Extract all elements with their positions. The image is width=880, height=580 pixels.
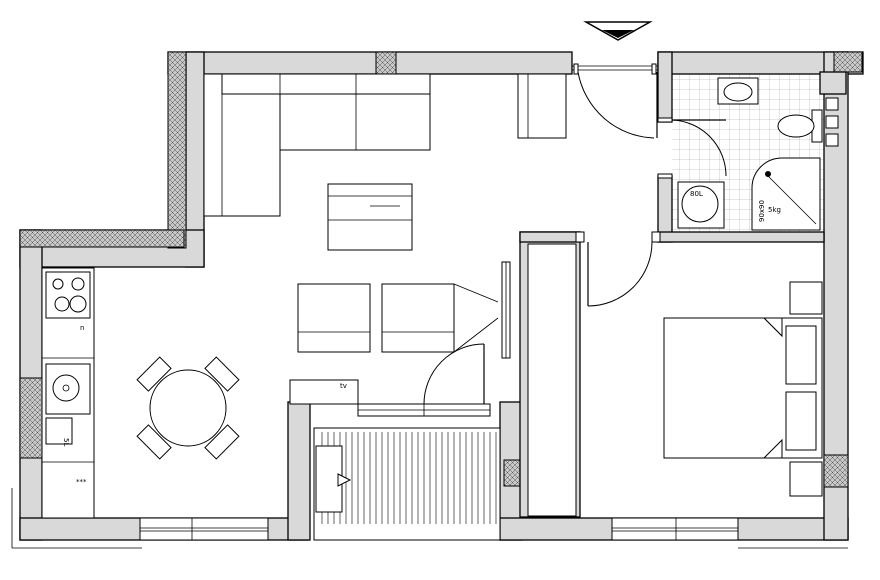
washer-label: 5kg — [768, 206, 781, 214]
armchair-left — [297, 283, 371, 353]
entrance-wardrobe — [517, 73, 567, 139]
balcony-door[interactable] — [423, 343, 485, 405]
svg-text:5L: 5L — [62, 438, 70, 446]
interior-walls — [519, 51, 847, 518]
bedroom-door[interactable] — [575, 231, 661, 307]
stove — [45, 271, 91, 319]
washing-machine-kitchen: 5L — [45, 417, 73, 446]
tv-mark: tv — [340, 382, 347, 390]
dining-chair — [204, 424, 240, 460]
stove-mark: n — [80, 324, 84, 332]
toilet — [777, 109, 823, 143]
water-heater-label: 80L — [690, 190, 703, 198]
entrance-door[interactable] — [572, 63, 658, 139]
washer: 5kg — [768, 206, 781, 214]
armchair-right — [381, 283, 499, 353]
cabinet-mark: *** — [76, 478, 87, 486]
nightstand-top — [789, 281, 823, 315]
bathroom-sink — [717, 77, 759, 105]
corner-sofa — [203, 73, 431, 217]
bathroom-door[interactable] — [657, 117, 727, 179]
balcony — [313, 427, 501, 541]
bathroom-fittings — [825, 97, 839, 147]
structural-columns — [19, 51, 863, 488]
water-heater: 80L — [677, 181, 725, 229]
double-bed — [663, 317, 823, 459]
dining-chair — [136, 424, 172, 460]
nightstand-bottom — [789, 461, 823, 497]
sink — [45, 363, 91, 415]
shower-size: 90x90 — [758, 200, 766, 222]
shower: 90x90 — [751, 157, 821, 231]
tv-cabinet: tv — [289, 379, 359, 405]
glass-partition — [501, 261, 511, 359]
dining-table — [136, 356, 240, 460]
dining-chair — [204, 356, 240, 392]
dining-chair — [136, 356, 172, 392]
coffee-table — [327, 183, 413, 251]
kitchen-counter: n 5L *** — [41, 267, 95, 519]
